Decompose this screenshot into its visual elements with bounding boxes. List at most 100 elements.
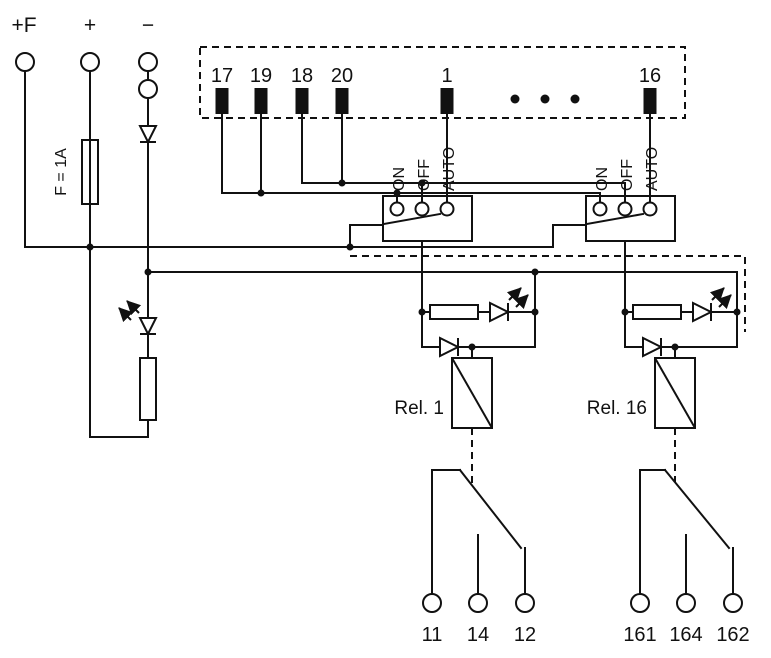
switch2-label-auto: AUTO — [644, 147, 661, 191]
connector-pin-17 — [215, 88, 229, 114]
junction-dot — [257, 189, 265, 197]
supply-terminals: +F + − — [11, 14, 158, 99]
diode-triangle — [138, 125, 158, 145]
relay2-series-resistor — [632, 304, 682, 320]
pin-label-18: 18 — [291, 65, 313, 87]
junction-dot — [144, 268, 152, 276]
ellipsis-dots — [510, 94, 580, 104]
switch-contact-off — [414, 201, 430, 217]
contact-arm-2 — [663, 468, 731, 550]
connector-pin-16 — [643, 88, 657, 114]
terminal-label-162: 162 — [716, 624, 749, 646]
terminal-plus — [80, 52, 100, 72]
coil-body — [654, 357, 696, 429]
diode-triangle — [642, 336, 664, 358]
terminal-label-12: 12 — [514, 624, 536, 646]
label-minus: − — [142, 14, 154, 37]
relay2-freewheel-diode — [642, 336, 664, 358]
led-triangle — [692, 301, 714, 323]
junction-dot — [418, 308, 426, 316]
junction-dot — [531, 268, 539, 276]
light-arrow — [506, 287, 522, 303]
power-led — [118, 300, 158, 337]
mode-switch-2: ON OFF AUTO — [585, 147, 676, 242]
label-plus: + — [84, 14, 96, 37]
relay-1: Rel. 1 11 14 12 — [394, 287, 536, 646]
output-terminal-164 — [676, 593, 696, 613]
terminal-minus-b — [138, 79, 158, 99]
relay2-name: Rel. 16 — [587, 398, 647, 419]
light-arrow — [716, 294, 732, 310]
bus-connector: 17 19 18 20 1 16 — [211, 65, 661, 114]
connector-pin-19 — [254, 88, 268, 114]
switch-contact-on — [389, 201, 405, 217]
mode-switch-1: ON OFF AUTO — [382, 147, 473, 242]
junction-dot — [621, 308, 629, 316]
pin-label-16: 16 — [639, 65, 661, 87]
junction-dot — [86, 243, 94, 251]
module-boundary — [199, 46, 746, 332]
connector-pin-1 — [440, 88, 454, 114]
connector-boundary — [199, 46, 686, 119]
label-plus-f: +F — [11, 14, 36, 37]
relay1-freewheel-diode — [439, 336, 461, 358]
switch-contact-auto — [642, 201, 658, 217]
terminal-label-161: 161 — [623, 624, 656, 646]
output-terminal-14 — [468, 593, 488, 613]
led-triangle — [489, 301, 511, 323]
relay1-name: Rel. 1 — [394, 398, 444, 419]
terminal-label-164: 164 — [669, 624, 702, 646]
switch-box — [382, 195, 473, 242]
terminal-label-14: 14 — [467, 624, 489, 646]
output-terminal-162 — [723, 593, 743, 613]
led-triangle — [138, 317, 158, 337]
wire-switch2-feed — [552, 224, 587, 248]
junction-dot — [418, 179, 426, 187]
junction-dot — [393, 189, 401, 197]
switch-arm — [382, 212, 442, 226]
coil-body — [451, 357, 493, 429]
terminal-minus-a — [138, 52, 158, 72]
pin-label-17: 17 — [211, 65, 233, 87]
coil-diagonal — [451, 357, 493, 429]
output-terminal-12 — [515, 593, 535, 613]
switch1-label-auto: AUTO — [441, 147, 458, 191]
switch1-label-on: ON — [391, 167, 408, 191]
relay2-coil — [654, 357, 696, 429]
terminal-label-11: 11 — [422, 624, 443, 646]
wire-com2 — [639, 469, 666, 595]
junction-dots — [86, 179, 741, 351]
protection-diode — [138, 125, 158, 145]
relay1-coil — [451, 357, 493, 429]
junction-dot — [468, 343, 476, 351]
module-boundary-line — [350, 255, 746, 332]
junction-dot — [531, 308, 539, 316]
light-arrow — [513, 294, 529, 310]
fuse: F = 1A — [53, 139, 99, 205]
pin-label-1: 1 — [441, 65, 452, 87]
switch1-label-off: OFF — [416, 159, 433, 191]
output-terminal-11 — [422, 593, 442, 613]
pin-label-20: 20 — [331, 65, 353, 87]
power-led-resistor — [139, 357, 157, 421]
connector-pin-18 — [295, 88, 309, 114]
junction-dot — [671, 343, 679, 351]
connector-pin-20 — [335, 88, 349, 114]
contact-arm-1 — [458, 468, 523, 550]
relay1-series-resistor — [429, 304, 479, 320]
fuse-label: F = 1A — [53, 148, 70, 196]
terminal-plus-f — [15, 52, 35, 72]
switch-contact-on — [592, 201, 608, 217]
light-arrow — [118, 307, 134, 323]
output-terminal-161 — [630, 593, 650, 613]
wire-plus-return — [89, 203, 149, 438]
light-arrow — [126, 300, 142, 316]
switch-box — [585, 195, 676, 242]
diode-triangle — [439, 336, 461, 358]
wire-com1 — [431, 469, 461, 595]
switch-contact-auto — [439, 201, 455, 217]
switch-contact-off — [617, 201, 633, 217]
junction-dot — [733, 308, 741, 316]
